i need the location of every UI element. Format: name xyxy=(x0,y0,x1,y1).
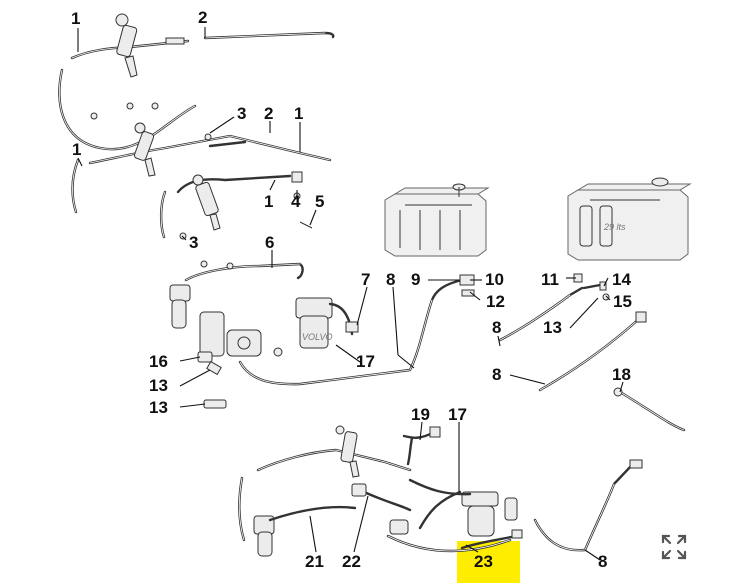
expand-button[interactable] xyxy=(660,533,688,561)
callout-1: 1 xyxy=(294,104,303,123)
callout-8: 8 xyxy=(492,318,501,337)
injector-group-middle xyxy=(71,122,332,214)
callout-10: 10 xyxy=(485,270,504,289)
callout-labels: 1 2 3 2 1 1 1 4 5 3 6 7 8 9 10 11 14 12 … xyxy=(71,8,632,571)
callout-11: 11 xyxy=(541,270,559,289)
fuel-tank-left xyxy=(384,183,490,257)
callout-1: 1 xyxy=(72,140,81,159)
expand-arrows-icon xyxy=(661,534,687,560)
filter-label: VOLVO xyxy=(302,332,333,342)
callout-13: 13 xyxy=(149,376,168,395)
highlight-box xyxy=(457,541,520,583)
injector-group-top xyxy=(58,13,335,151)
callout-17: 17 xyxy=(356,352,375,371)
fitting-group-left xyxy=(197,351,227,409)
callout-2: 2 xyxy=(198,8,207,27)
callout-8: 8 xyxy=(386,270,395,289)
callout-13: 13 xyxy=(149,398,168,417)
callout-3: 3 xyxy=(189,233,198,252)
part-23-fitting[interactable] xyxy=(460,529,523,550)
tank-capacity-label: 29 lts xyxy=(603,222,626,232)
callout-14: 14 xyxy=(612,270,631,289)
callout-2: 2 xyxy=(264,104,273,123)
callout-18: 18 xyxy=(612,365,631,384)
callout-1: 1 xyxy=(71,9,80,28)
callout-4: 4 xyxy=(291,192,301,211)
pump-group xyxy=(169,260,304,329)
injector-group-bottom xyxy=(238,425,643,557)
callout-13: 13 xyxy=(543,318,562,337)
callout-19: 19 xyxy=(411,405,430,424)
callout-3: 3 xyxy=(237,104,246,123)
callout-23[interactable]: 23 xyxy=(474,552,493,571)
callout-15: 15 xyxy=(613,292,632,311)
callout-8: 8 xyxy=(492,365,501,384)
callout-21: 21 xyxy=(305,552,324,571)
injector-group-lower xyxy=(159,171,313,240)
leader-lines xyxy=(77,27,624,561)
callout-17: 17 xyxy=(448,405,467,424)
hoses-right xyxy=(498,273,686,432)
callout-1: 1 xyxy=(264,192,273,211)
fuel-tank-right: 29 lts xyxy=(567,177,692,261)
callout-6: 6 xyxy=(265,233,274,252)
callout-8: 8 xyxy=(598,552,607,571)
callout-12: 12 xyxy=(486,292,505,311)
callout-9: 9 xyxy=(411,270,420,289)
callout-22: 22 xyxy=(342,552,361,571)
filter-assembly-upper: VOLVO xyxy=(199,274,475,386)
callout-7: 7 xyxy=(361,270,370,289)
callout-16: 16 xyxy=(149,352,168,371)
callout-5: 5 xyxy=(315,192,324,211)
